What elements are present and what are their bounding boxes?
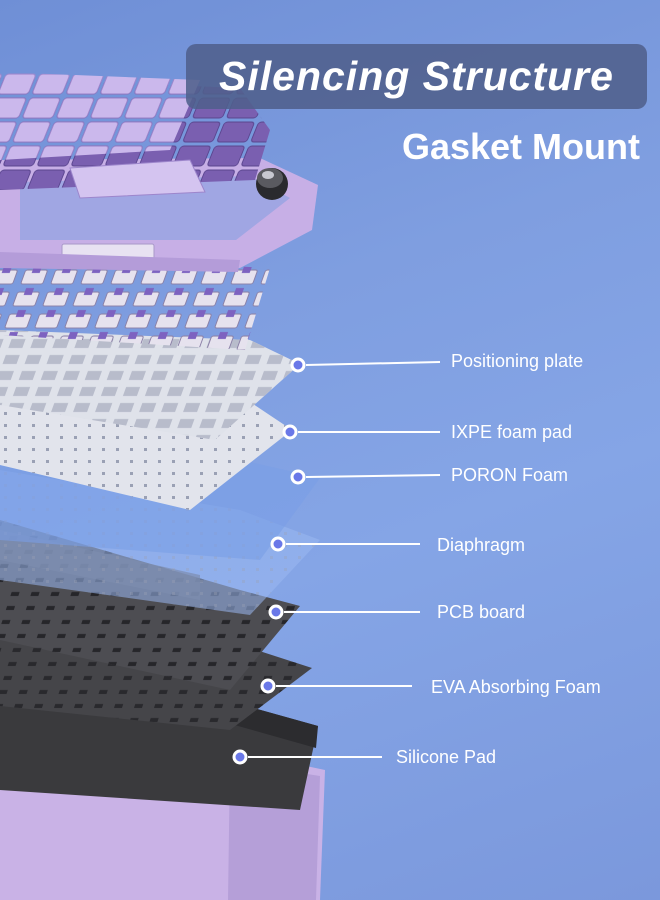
title-banner: Silencing Structure <box>186 44 647 109</box>
page-subtitle: Gasket Mount <box>401 126 640 167</box>
switches-layer <box>0 255 270 350</box>
page-title: Silencing Structure <box>219 53 614 99</box>
callout-dot-poron-foam <box>290 469 306 485</box>
label-positioning-plate: Positioning plate <box>451 351 584 371</box>
label-poron-foam: PORON Foam <box>451 465 569 485</box>
keycaps-layer <box>0 72 288 200</box>
label-eva-absorbing-foam: EVA Absorbing Foam <box>431 677 601 697</box>
label-ixpe-foam-pad: IXPE foam pad <box>451 422 573 442</box>
callout-dot-positioning-plate <box>290 357 306 373</box>
callout-dot-eva-foam <box>260 678 276 694</box>
callout-dot-pcb <box>268 604 284 620</box>
label-diaphragm: Diaphragm <box>437 535 526 555</box>
callout-line-poron-foam <box>305 474 441 478</box>
callout-dot-silicone-pad <box>232 749 248 765</box>
label-pcb-board: PCB board <box>437 602 526 622</box>
callout-line-positioning-plate <box>305 361 441 366</box>
callout-dot-ixpe-foam <box>282 424 298 440</box>
label-silicone-pad: Silicone Pad <box>396 747 497 767</box>
callout-dot-diaphragm <box>270 536 286 552</box>
positioning-plate-layer <box>0 330 300 440</box>
